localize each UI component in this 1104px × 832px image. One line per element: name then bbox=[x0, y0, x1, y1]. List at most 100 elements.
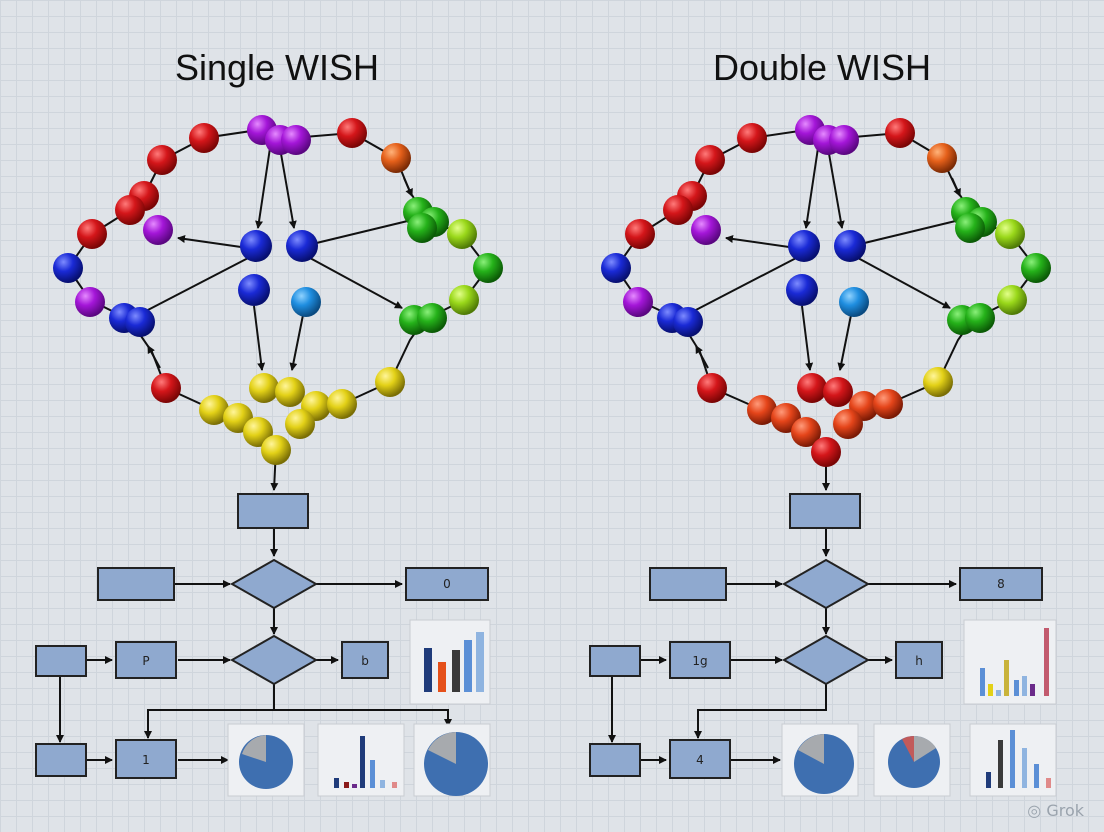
bead-orange bbox=[381, 143, 411, 173]
bead-green bbox=[955, 213, 985, 243]
bead-blue bbox=[125, 307, 155, 337]
flow-box bbox=[405, 567, 489, 601]
bead-green bbox=[965, 303, 995, 333]
decision-diamond bbox=[229, 634, 319, 686]
decision-diamond bbox=[781, 634, 871, 686]
bead-purple bbox=[75, 287, 105, 317]
thumb-pie-chart bbox=[873, 723, 951, 797]
bead-yellow bbox=[261, 435, 291, 465]
bead-blue bbox=[788, 230, 820, 262]
watermark: ◎ Grok bbox=[1027, 801, 1084, 820]
bead-yellow bbox=[275, 377, 305, 407]
flow-box-label: 4 bbox=[696, 753, 704, 767]
flow-box bbox=[115, 739, 177, 779]
flow-box-label: 1 bbox=[142, 753, 150, 767]
flowchart: 0 P b 1 bbox=[35, 493, 489, 779]
flow-box-label: 0 bbox=[443, 577, 451, 591]
flow-box bbox=[669, 641, 731, 679]
bead-blue bbox=[601, 253, 631, 283]
bead-red-orange bbox=[873, 389, 903, 419]
bead-red-orange bbox=[791, 417, 821, 447]
bead-red bbox=[77, 219, 107, 249]
flow-box bbox=[589, 743, 641, 777]
bead-lime bbox=[449, 285, 479, 315]
bead-green bbox=[417, 303, 447, 333]
flow-box-label: h bbox=[915, 654, 923, 668]
bead-lime bbox=[995, 219, 1025, 249]
bead-red bbox=[115, 195, 145, 225]
bead-yellow bbox=[375, 367, 405, 397]
bead-red bbox=[151, 373, 181, 403]
bead-lime bbox=[997, 285, 1027, 315]
bead-purple bbox=[691, 215, 721, 245]
bead-blue bbox=[240, 230, 272, 262]
bead-red-orange bbox=[747, 395, 777, 425]
bead-yellow bbox=[199, 395, 229, 425]
flow-box bbox=[669, 739, 731, 779]
watermark-text: Grok bbox=[1046, 801, 1084, 820]
bead-red bbox=[189, 123, 219, 153]
bead-green bbox=[407, 213, 437, 243]
flow-box-label: P bbox=[142, 654, 149, 668]
flowchart: 8 1g h 4 bbox=[589, 493, 1043, 779]
bead-red bbox=[823, 377, 853, 407]
thumb-pie-chart bbox=[227, 723, 305, 797]
flow-box bbox=[341, 641, 389, 679]
bead-red-orange bbox=[833, 409, 863, 439]
bead-purple bbox=[143, 215, 173, 245]
bead-purple bbox=[829, 125, 859, 155]
flow-box-label: 1g bbox=[692, 654, 707, 668]
flow-box bbox=[589, 645, 641, 677]
bead-red bbox=[625, 219, 655, 249]
bead-green bbox=[1021, 253, 1051, 283]
bead-red bbox=[885, 118, 915, 148]
bead-red bbox=[663, 195, 693, 225]
bead-light-blue bbox=[291, 287, 321, 317]
flow-box bbox=[35, 743, 87, 777]
panel-double-wish: Double WISH bbox=[589, 47, 1057, 797]
decision-diamond bbox=[229, 558, 319, 610]
panel-single-wish: Single WISH bbox=[35, 47, 503, 797]
bead-red bbox=[811, 437, 841, 467]
bead-blue bbox=[786, 274, 818, 306]
bead-yellow bbox=[327, 389, 357, 419]
flow-box bbox=[895, 641, 943, 679]
flow-box bbox=[789, 493, 861, 529]
bead-red bbox=[337, 118, 367, 148]
bead-purple bbox=[281, 125, 311, 155]
bead-network bbox=[601, 115, 1051, 491]
flow-box bbox=[959, 567, 1043, 601]
bead-red bbox=[737, 123, 767, 153]
thumb-bar-chart bbox=[963, 619, 1057, 705]
bead-red bbox=[797, 373, 827, 403]
thumb-bar-chart bbox=[969, 723, 1057, 797]
panel-title: Single WISH bbox=[175, 47, 379, 88]
flow-box bbox=[649, 567, 727, 601]
bead-yellow bbox=[923, 367, 953, 397]
flow-box bbox=[115, 641, 177, 679]
flow-box bbox=[97, 567, 175, 601]
bead-blue bbox=[238, 274, 270, 306]
bead-blue bbox=[53, 253, 83, 283]
bead-light-blue bbox=[839, 287, 869, 317]
bead-red bbox=[697, 373, 727, 403]
panel-title: Double WISH bbox=[713, 47, 931, 88]
thumb-pie-chart bbox=[781, 723, 859, 797]
thumb-bar-chart bbox=[317, 723, 405, 797]
bead-blue bbox=[673, 307, 703, 337]
flow-box-label: 8 bbox=[997, 577, 1005, 591]
thumb-pie-chart bbox=[413, 723, 491, 797]
bead-blue bbox=[286, 230, 318, 262]
bead-red bbox=[695, 145, 725, 175]
bead-yellow bbox=[285, 409, 315, 439]
flow-box-label: b bbox=[361, 654, 369, 668]
bead-orange bbox=[927, 143, 957, 173]
bead-blue bbox=[834, 230, 866, 262]
bead-network bbox=[53, 115, 503, 491]
bead-green bbox=[473, 253, 503, 283]
flow-box bbox=[237, 493, 309, 529]
flow-box bbox=[35, 645, 87, 677]
decision-diamond bbox=[781, 558, 871, 610]
thumb-bar-chart bbox=[409, 619, 491, 705]
bead-red bbox=[147, 145, 177, 175]
